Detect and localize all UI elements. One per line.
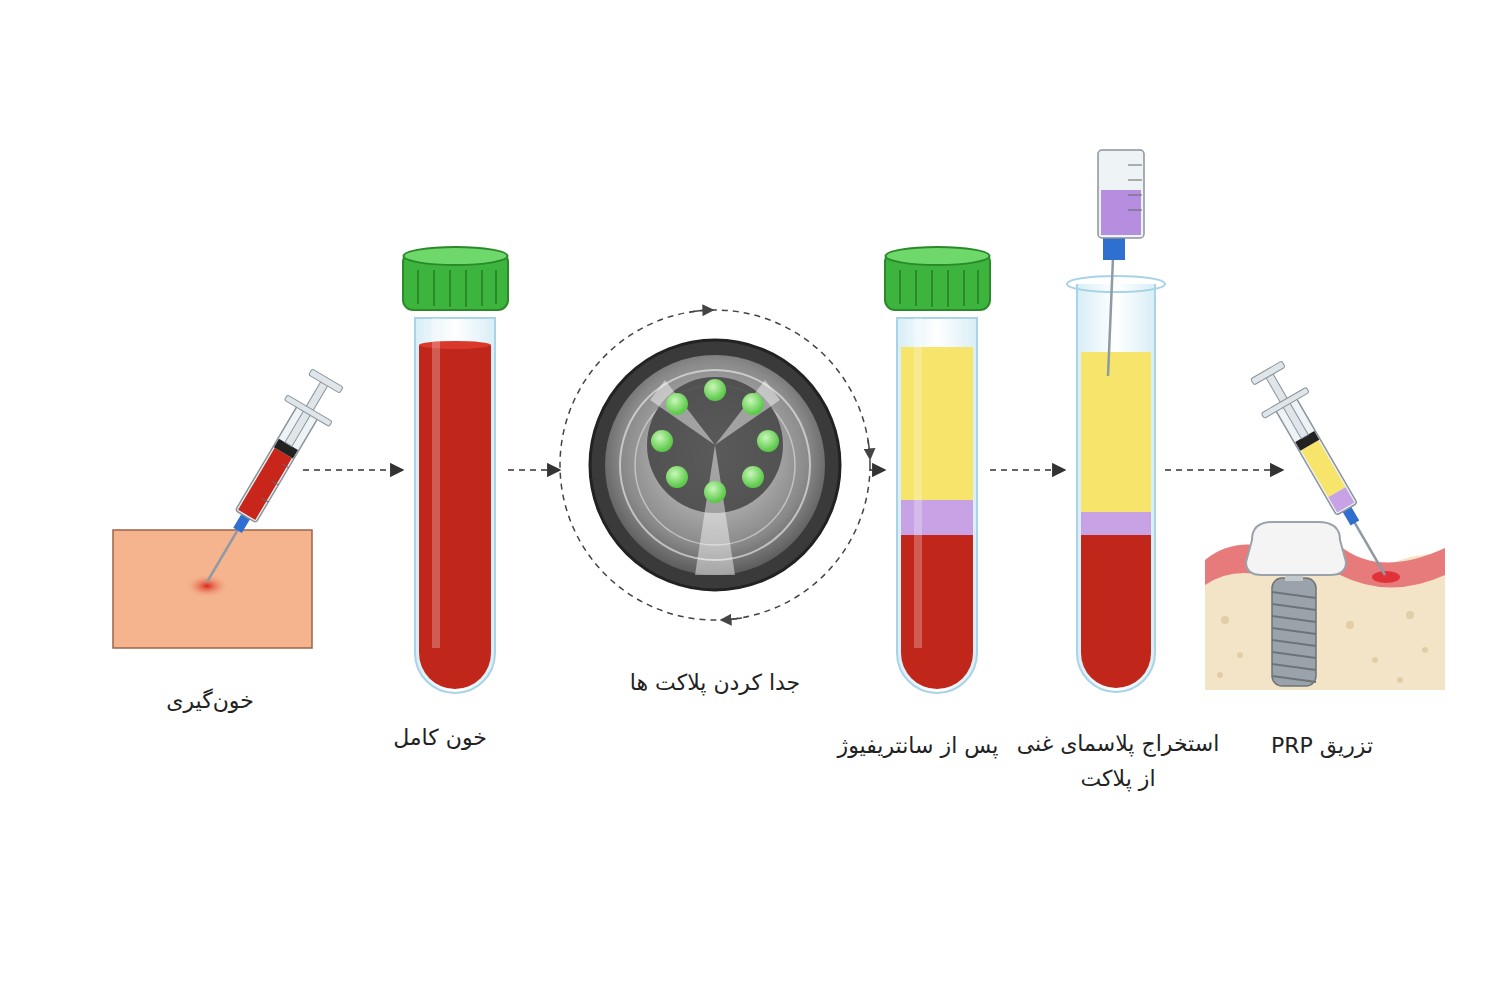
skin-patch — [113, 530, 312, 648]
stage-caption: پس از سانتریفیوژ — [838, 728, 999, 763]
process-stage: پس از سانتریفیوژ — [885, 250, 990, 695]
flow-arrow — [303, 469, 403, 471]
extraction-tube — [1067, 150, 1165, 692]
screw-thread — [1272, 628, 1316, 634]
centrifuge — [560, 310, 870, 620]
flow-arrow — [990, 469, 1065, 471]
separated-tube — [885, 247, 990, 693]
stage-caption: جدا کردن پلاکت ها — [630, 665, 800, 700]
flow-arrow — [1165, 469, 1283, 471]
process-stage: جدا کردن پلاکت ها — [560, 310, 870, 620]
process-stage: تزریق PRP — [1283, 320, 1445, 690]
syringe — [185, 365, 350, 595]
process-stage: استخراج پلاسمای غنی از پلاکت — [1065, 150, 1165, 695]
screw-thread — [1272, 664, 1316, 670]
process-stage: خون‌گیری — [113, 325, 303, 650]
screw-thread — [1272, 652, 1316, 658]
stage-caption: خون کامل — [393, 720, 487, 755]
screw-thread — [1272, 592, 1316, 598]
stage-caption: استخراج پلاسمای غنی از پلاکت — [1013, 726, 1223, 796]
screw-thread — [1272, 640, 1316, 646]
process-stage: خون کامل — [403, 250, 508, 695]
blood-tube — [403, 247, 508, 693]
screw-thread — [1272, 616, 1316, 622]
screw-thread — [1272, 676, 1316, 682]
stage-caption: تزریق PRP — [1271, 728, 1373, 763]
syringe — [1244, 357, 1408, 588]
flow-arrow — [870, 469, 885, 471]
flow-arrow — [508, 469, 560, 471]
implant-site — [1205, 522, 1445, 690]
stage-caption: خون‌گیری — [166, 683, 254, 718]
screw-thread — [1272, 604, 1316, 610]
